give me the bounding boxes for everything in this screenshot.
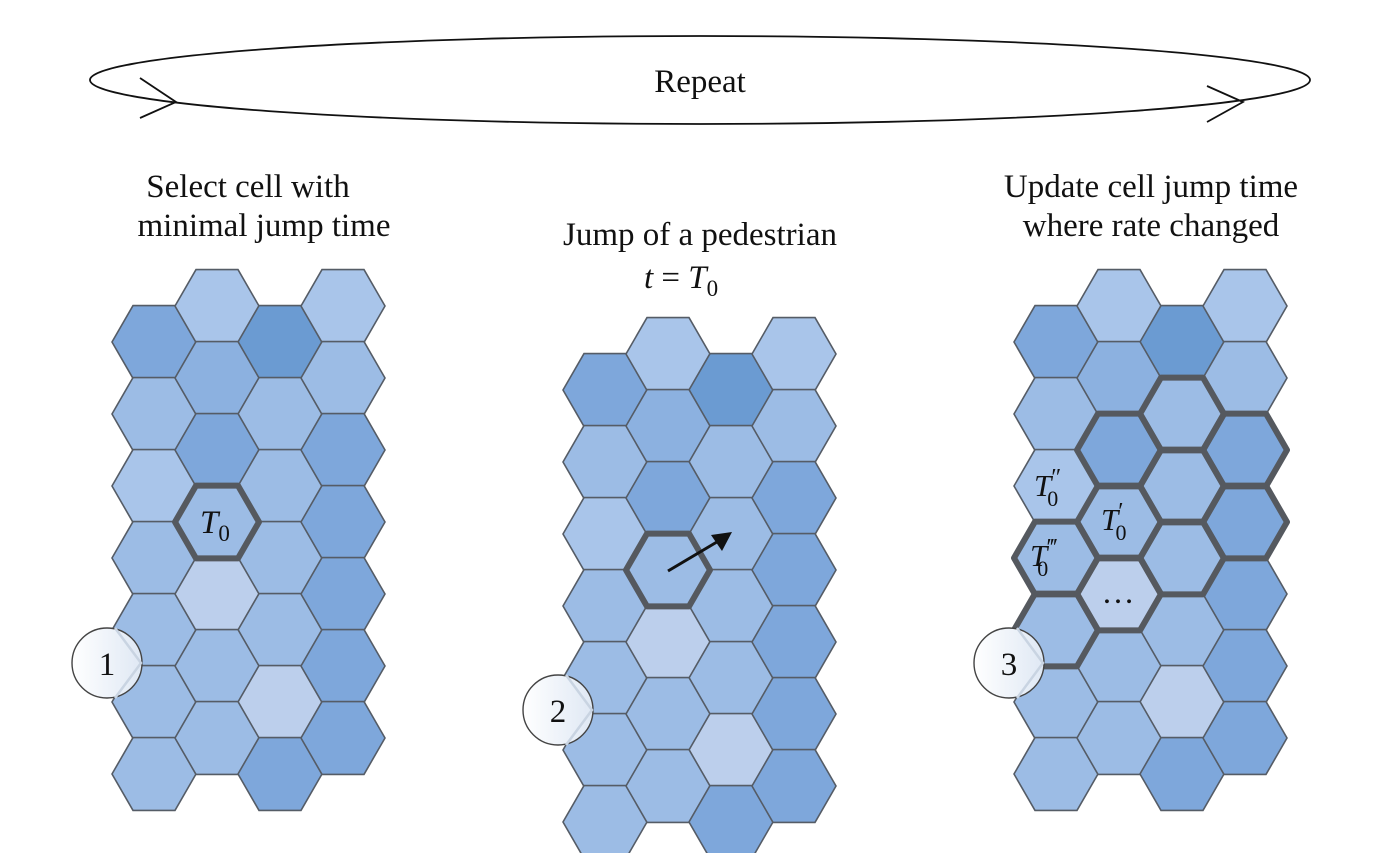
step-2-equation: t = T0 (644, 260, 718, 301)
step-3-badge: 3 (973, 627, 1045, 699)
step-3-p-prime: ′ (1118, 499, 1123, 525)
step-2-highlight (623, 530, 713, 610)
step-1-badge: 1 (71, 627, 143, 699)
step-3-p-sub: 0 (1116, 520, 1127, 545)
step-3-highlighted-cell (1074, 554, 1164, 634)
step-3-tp-var: T (1030, 538, 1050, 573)
step-1-cell-var: T (200, 505, 221, 541)
step-2-eq-lhs: t (644, 260, 654, 296)
step-3-tp-prime: ‴ (1047, 535, 1057, 561)
step-1-highlighted-cell (172, 482, 262, 562)
step-1-panel: Select cell with minimal jump time T0 1 (71, 169, 391, 812)
step-2-panel: Jump of a pedestrian t = T0 2 (522, 217, 837, 853)
step-3-hex-cell (1202, 700, 1288, 776)
step-3-tp-sub: 0 (1037, 556, 1048, 581)
step-1-caption-line-2: minimal jump time (138, 208, 391, 244)
repeat-label: Repeat (654, 64, 746, 100)
step-3-caption-line-1: Update cell jump time (1004, 169, 1298, 205)
step-3-p-var: T (1101, 502, 1121, 537)
step-3-hex-grid (1013, 268, 1288, 812)
step-3-caption-line-2: where rate changed (1023, 208, 1280, 244)
step-2-eq-var: T (688, 260, 709, 296)
step-3-dp-prime: ″ (1051, 465, 1061, 491)
step-3-label-double-prime: T″0 (1034, 465, 1061, 511)
step-1-hex-grid (111, 268, 386, 812)
repeat-ellipse (89, 35, 1311, 125)
step-3-label-prime: T′0 (1101, 499, 1127, 545)
step-1-caption-line-1: Select cell with (146, 169, 350, 205)
step-1-hex-cell (300, 700, 386, 776)
step-3-number: 3 (1001, 647, 1018, 683)
step-3-ellipsis: … (1102, 575, 1135, 611)
step-2-eq-op: = (653, 260, 688, 296)
step-3-label-triple-prime: T‴0 (1030, 535, 1057, 581)
step-1-badge-chevron (113, 627, 143, 699)
step-2-arrow-head (711, 532, 732, 551)
repeat-loop: Repeat (89, 35, 1311, 125)
repeat-arrow-left (139, 77, 178, 119)
step-3-highlight (1011, 374, 1290, 670)
repeat-arrow-right (1206, 85, 1246, 123)
step-2-highlighted-cell (623, 530, 713, 610)
step-3-dp-var: T (1034, 468, 1054, 503)
step-2-number: 2 (550, 694, 567, 730)
step-3-dp-sub: 0 (1047, 486, 1058, 511)
step-1-cell-sub: 0 (218, 521, 230, 546)
step-3-panel: Update cell jump time where rate changed… (973, 169, 1298, 812)
step-1-highlight (172, 482, 262, 562)
step-1-cell-label: T0 (200, 505, 230, 546)
step-2-hex-cell (751, 748, 837, 824)
step-2-badge: 2 (522, 674, 594, 746)
step-2-eq-sub: 0 (707, 276, 719, 301)
step-2-badge-chevron (564, 674, 594, 746)
step-2-caption-line-1: Jump of a pedestrian (563, 217, 837, 253)
step-3-highlighted-cell (1200, 482, 1290, 562)
step-2-jump-arrow (667, 532, 732, 573)
step-3-badge-chevron (1015, 627, 1045, 699)
step-1-number: 1 (99, 647, 116, 683)
